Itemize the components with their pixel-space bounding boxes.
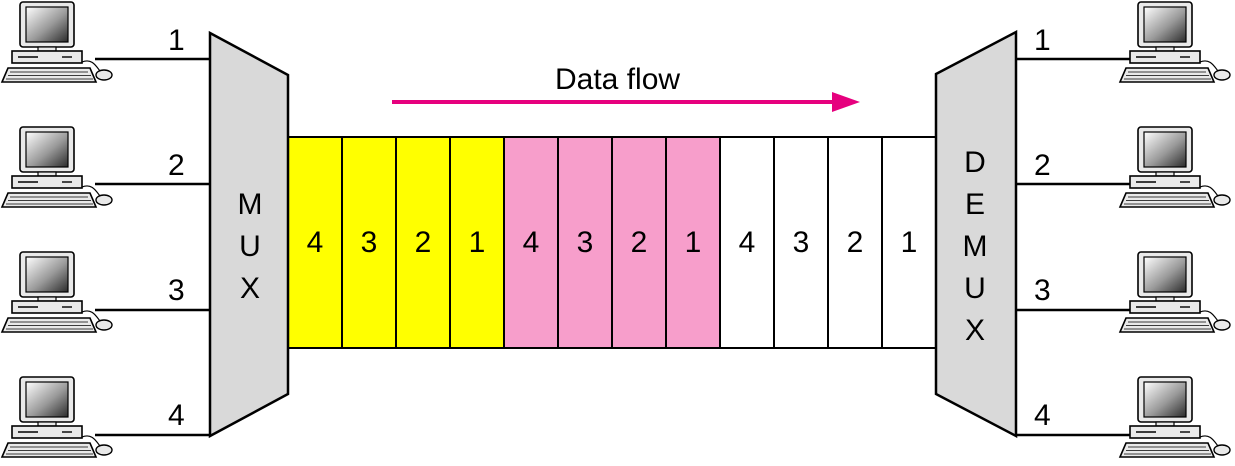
mux-letter: U xyxy=(239,230,261,263)
mux: M U X xyxy=(208,30,290,439)
slot-label: 1 xyxy=(901,226,918,259)
output-line-label: 3 xyxy=(1034,274,1051,307)
computer-icon xyxy=(1119,1,1231,83)
frame-slot xyxy=(665,136,721,349)
input-line-labels: 1 2 3 4 xyxy=(168,24,185,432)
mux-shape xyxy=(208,30,290,439)
output-line-label: 1 xyxy=(1034,24,1051,57)
slot-label: 2 xyxy=(847,226,864,259)
output-line-label: 4 xyxy=(1034,399,1051,432)
frame-strip: 4 3 2 1 4 3 2 1 4 3 2 1 xyxy=(287,136,937,349)
computer-icon xyxy=(1119,126,1231,208)
computer-icon xyxy=(1,126,113,208)
flow-arrow-head xyxy=(832,92,860,112)
demux-letter: U xyxy=(964,272,986,305)
slot-label: 3 xyxy=(577,226,594,259)
destination-computers xyxy=(1119,1,1231,458)
slot-label: 3 xyxy=(361,226,378,259)
frame-slot xyxy=(557,136,613,349)
demux-letter: X xyxy=(965,314,985,347)
frame-slot xyxy=(341,136,397,349)
input-line-label: 1 xyxy=(168,24,185,57)
frame-slot xyxy=(881,136,937,349)
computer-icon xyxy=(1,376,113,458)
slot-label: 4 xyxy=(307,226,324,259)
slot-label: 2 xyxy=(631,226,648,259)
demux-letter: M xyxy=(963,230,988,263)
mux-letter: M xyxy=(238,188,263,221)
demux-letter: D xyxy=(964,146,986,179)
data-flow-label: Data flow xyxy=(555,63,680,96)
computer-icon xyxy=(1119,376,1231,458)
mux-letter: X xyxy=(240,272,260,305)
slot-label: 4 xyxy=(739,226,756,259)
demux-shape xyxy=(934,29,1018,439)
frame-slot xyxy=(719,136,775,349)
frame-slot xyxy=(827,136,883,349)
output-lines xyxy=(1016,57,1140,437)
output-line-label: 2 xyxy=(1034,149,1051,182)
input-line-label: 2 xyxy=(168,149,185,182)
slot-label: 1 xyxy=(469,226,486,259)
slot-label: 3 xyxy=(793,226,810,259)
slot-label: 4 xyxy=(523,226,540,259)
demux-letter: E xyxy=(965,188,985,221)
computer-icon xyxy=(1,251,113,333)
source-computers xyxy=(1,1,113,458)
computer-icon xyxy=(1,1,113,83)
input-line-label: 3 xyxy=(168,274,185,307)
frame-slot xyxy=(611,136,667,349)
computer-icon xyxy=(1119,251,1231,333)
slot-label: 2 xyxy=(415,226,432,259)
input-line-label: 4 xyxy=(168,399,185,432)
slot-label: 1 xyxy=(685,226,702,259)
input-lines xyxy=(95,57,210,437)
data-flow-arrow: Data flow xyxy=(392,63,860,112)
demux: D E M U X xyxy=(934,29,1018,439)
output-line-labels: 1 2 3 4 xyxy=(1034,24,1051,432)
